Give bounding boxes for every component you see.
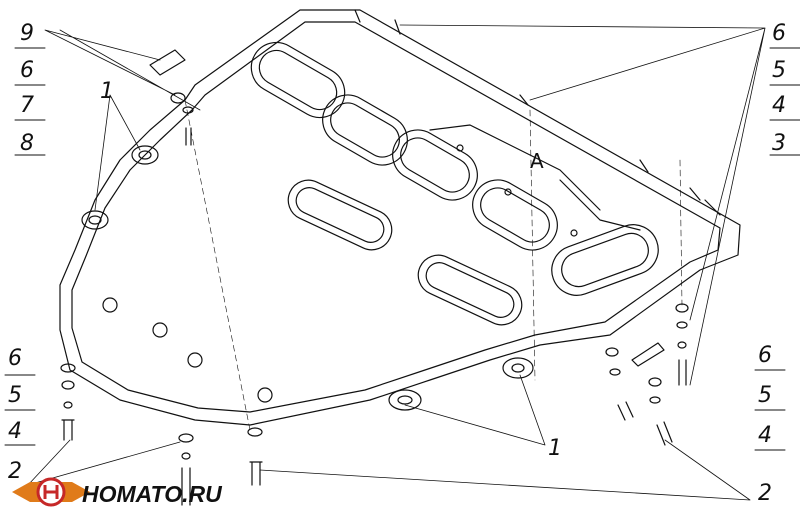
callouts-top-left: 9 6 7 8 [20,21,34,156]
callout-label: 5 [758,383,772,408]
mounting-bosses [81,92,534,411]
callout-label: 6 [8,346,22,371]
hidden-lines [184,99,683,431]
callout-label: 4 [772,93,786,118]
callout-label: 2 [758,481,772,506]
callout-label: 3 [772,131,786,156]
stiffening-channels [250,41,659,326]
callout-label: 2 [8,459,22,484]
callout-label: 6 [20,58,34,83]
site-logo: HOMATO.RU [12,477,223,507]
mounting-holes [102,144,578,403]
fasteners-left [60,49,263,506]
callout-label: 6 [758,343,772,368]
callout-label: 9 [20,21,34,46]
callout-label: 1 [100,79,114,104]
skid-plate-inner-edge [71,21,721,413]
logo-text: HOMATO.RU [82,481,223,507]
callouts-bottom-left: 6 5 4 2 [8,346,22,484]
callout-label: 4 [758,423,772,448]
callout-label: 8 [20,131,34,156]
callout-label: 7 [20,93,34,118]
callout-label: 5 [8,383,22,408]
callout-label: 5 [772,58,786,83]
callout-label: 6 [772,21,786,46]
callouts-top-right: 6 5 4 3 [772,21,786,156]
skid-plate-outline [59,9,741,426]
callout-separators [4,47,800,451]
callout-label: 4 [8,419,22,444]
callouts-bottom-right: 6 5 4 2 [758,343,772,506]
fasteners-right [605,303,689,446]
plate-marking: A [530,149,544,173]
rear-flange-tab [354,9,721,216]
callout-label: 1 [548,436,562,461]
logo-emblem-icon [12,477,90,507]
